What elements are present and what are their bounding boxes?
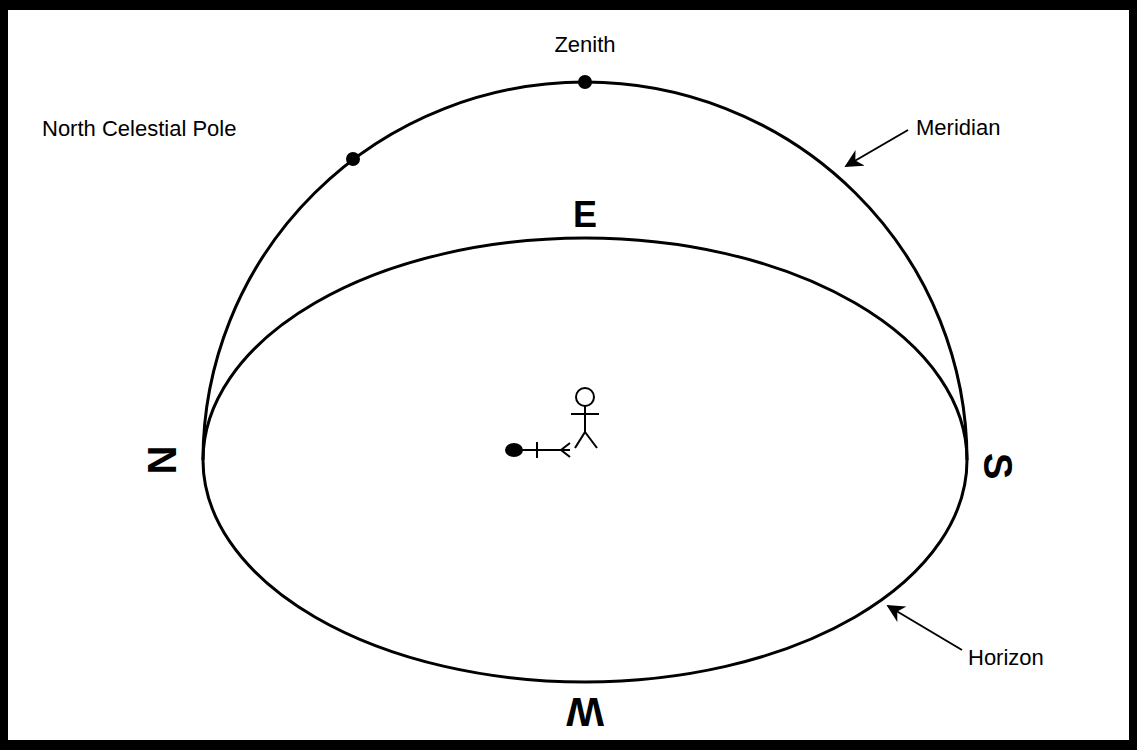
north-pointer xyxy=(506,442,570,458)
direction-label: S xyxy=(978,453,1018,480)
point-label: Zenith xyxy=(554,34,615,56)
white-ground xyxy=(8,10,1129,740)
meridian-arc xyxy=(203,82,967,460)
direction-label: N xyxy=(142,446,182,475)
point-label: North Celestial Pole xyxy=(42,118,236,140)
horizon-leader xyxy=(888,606,962,650)
circle-label: Horizon xyxy=(968,647,1044,669)
meridian-leader xyxy=(846,130,908,166)
direction-label: E xyxy=(573,197,597,233)
circle-label: Meridian xyxy=(916,117,1000,139)
horizon-ellipse xyxy=(203,238,967,682)
observer-figure xyxy=(571,388,599,448)
pole-dot xyxy=(346,152,360,166)
direction-label: W xyxy=(566,692,604,732)
zenith-dot xyxy=(578,75,592,89)
